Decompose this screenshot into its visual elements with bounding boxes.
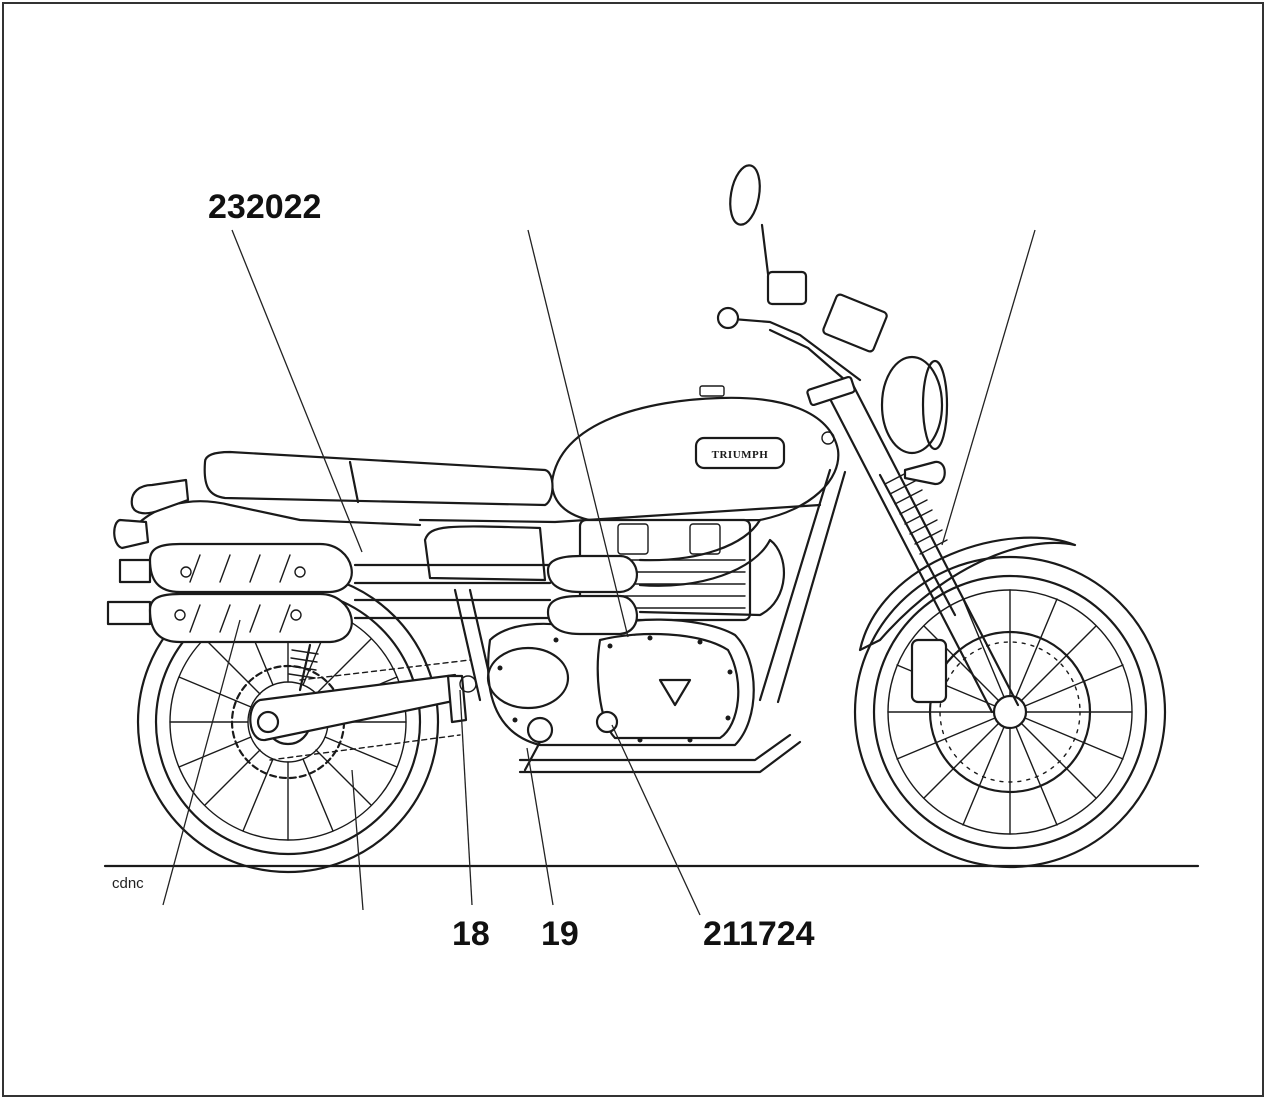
leader-lines xyxy=(162,229,1036,916)
tank-badge: TRIUMPH xyxy=(712,449,769,461)
callout-19: 19 xyxy=(541,915,579,953)
leader-211724 xyxy=(611,724,701,916)
leader-top-center xyxy=(527,229,629,638)
front-fork xyxy=(826,381,1020,714)
handlebar-assembly xyxy=(716,164,888,407)
silencers xyxy=(106,542,638,644)
leader-bottom-left xyxy=(162,619,241,906)
fuel-tank: TRIUMPH xyxy=(550,385,840,524)
leader-19 xyxy=(526,747,554,906)
leader-top-right xyxy=(941,229,1036,546)
callout-211724: 211724 xyxy=(703,915,815,953)
leader-bottom-center-left xyxy=(351,769,364,911)
seat xyxy=(203,450,554,507)
front-wheel xyxy=(853,555,1167,869)
rear-tail xyxy=(113,478,422,550)
callout-18: 18 xyxy=(452,915,490,953)
leader-18 xyxy=(459,689,473,906)
exhaust-headers xyxy=(638,518,786,617)
leader-232022 xyxy=(231,229,363,553)
figure-reference-code: cdnc xyxy=(112,875,144,892)
front-mudguard xyxy=(858,536,1077,652)
front-indicator xyxy=(903,460,946,486)
headlamp xyxy=(880,355,949,455)
engine-crankcase xyxy=(486,618,755,772)
callout-232022: 232022 xyxy=(208,188,321,226)
